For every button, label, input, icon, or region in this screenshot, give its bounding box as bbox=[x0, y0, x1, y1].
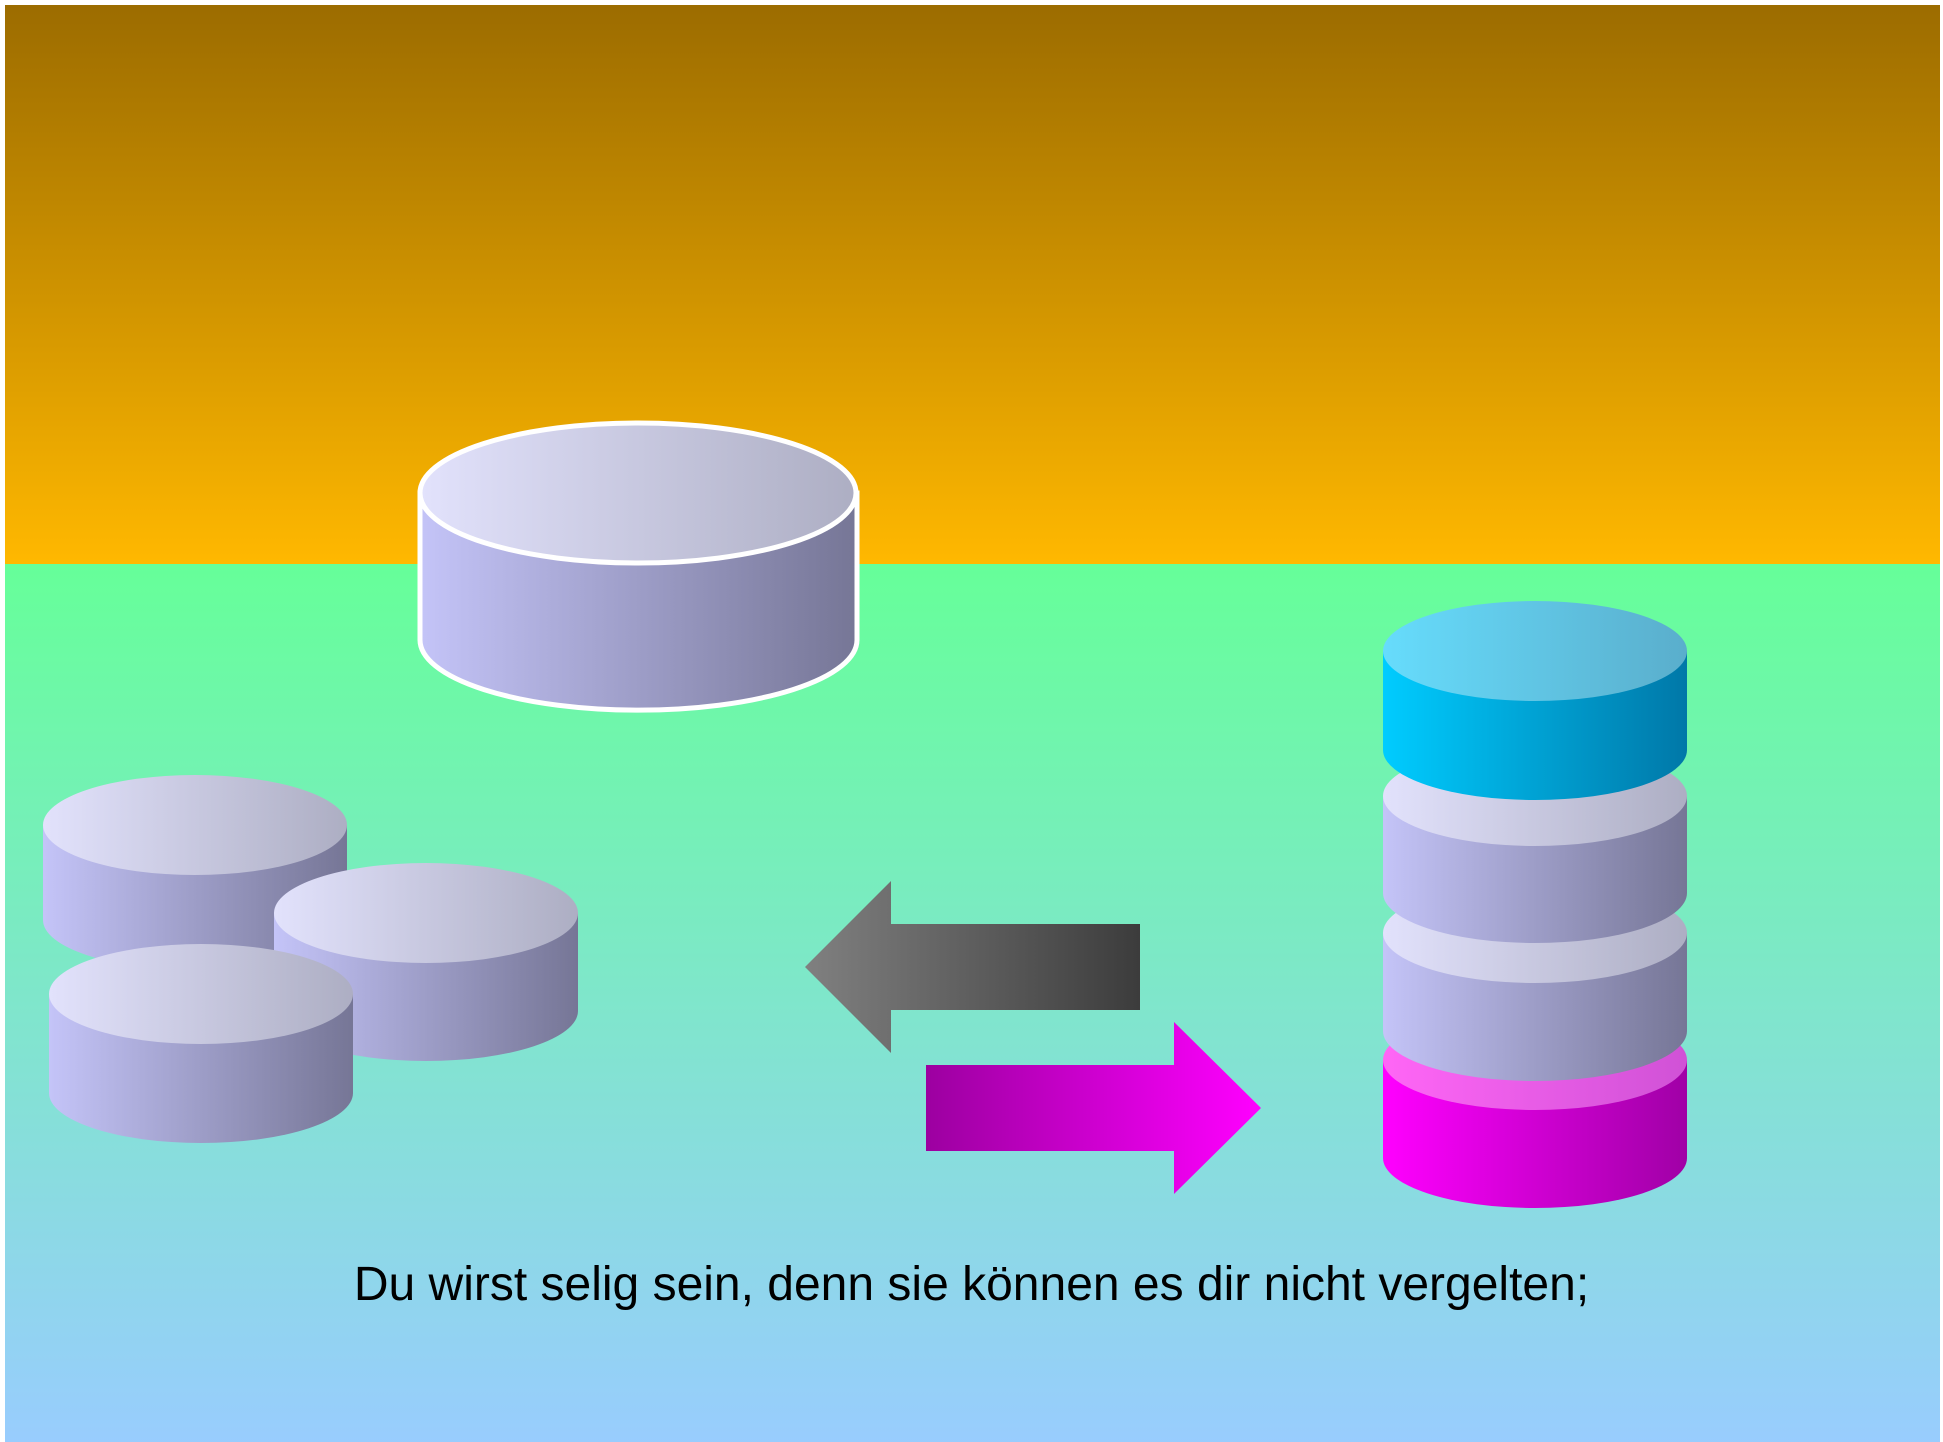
small-disk-left-back bbox=[43, 775, 347, 970]
large-disk-top-center bbox=[417, 420, 860, 713]
stack-disk-cyan bbox=[1383, 601, 1687, 800]
arrow-left bbox=[805, 881, 1140, 1053]
arrow-right bbox=[926, 1022, 1261, 1194]
sky-band bbox=[5, 5, 1940, 564]
small-disk-left-front bbox=[49, 944, 353, 1143]
slide-caption: Du wirst selig sein, denn sie können es … bbox=[353, 1258, 1590, 1311]
